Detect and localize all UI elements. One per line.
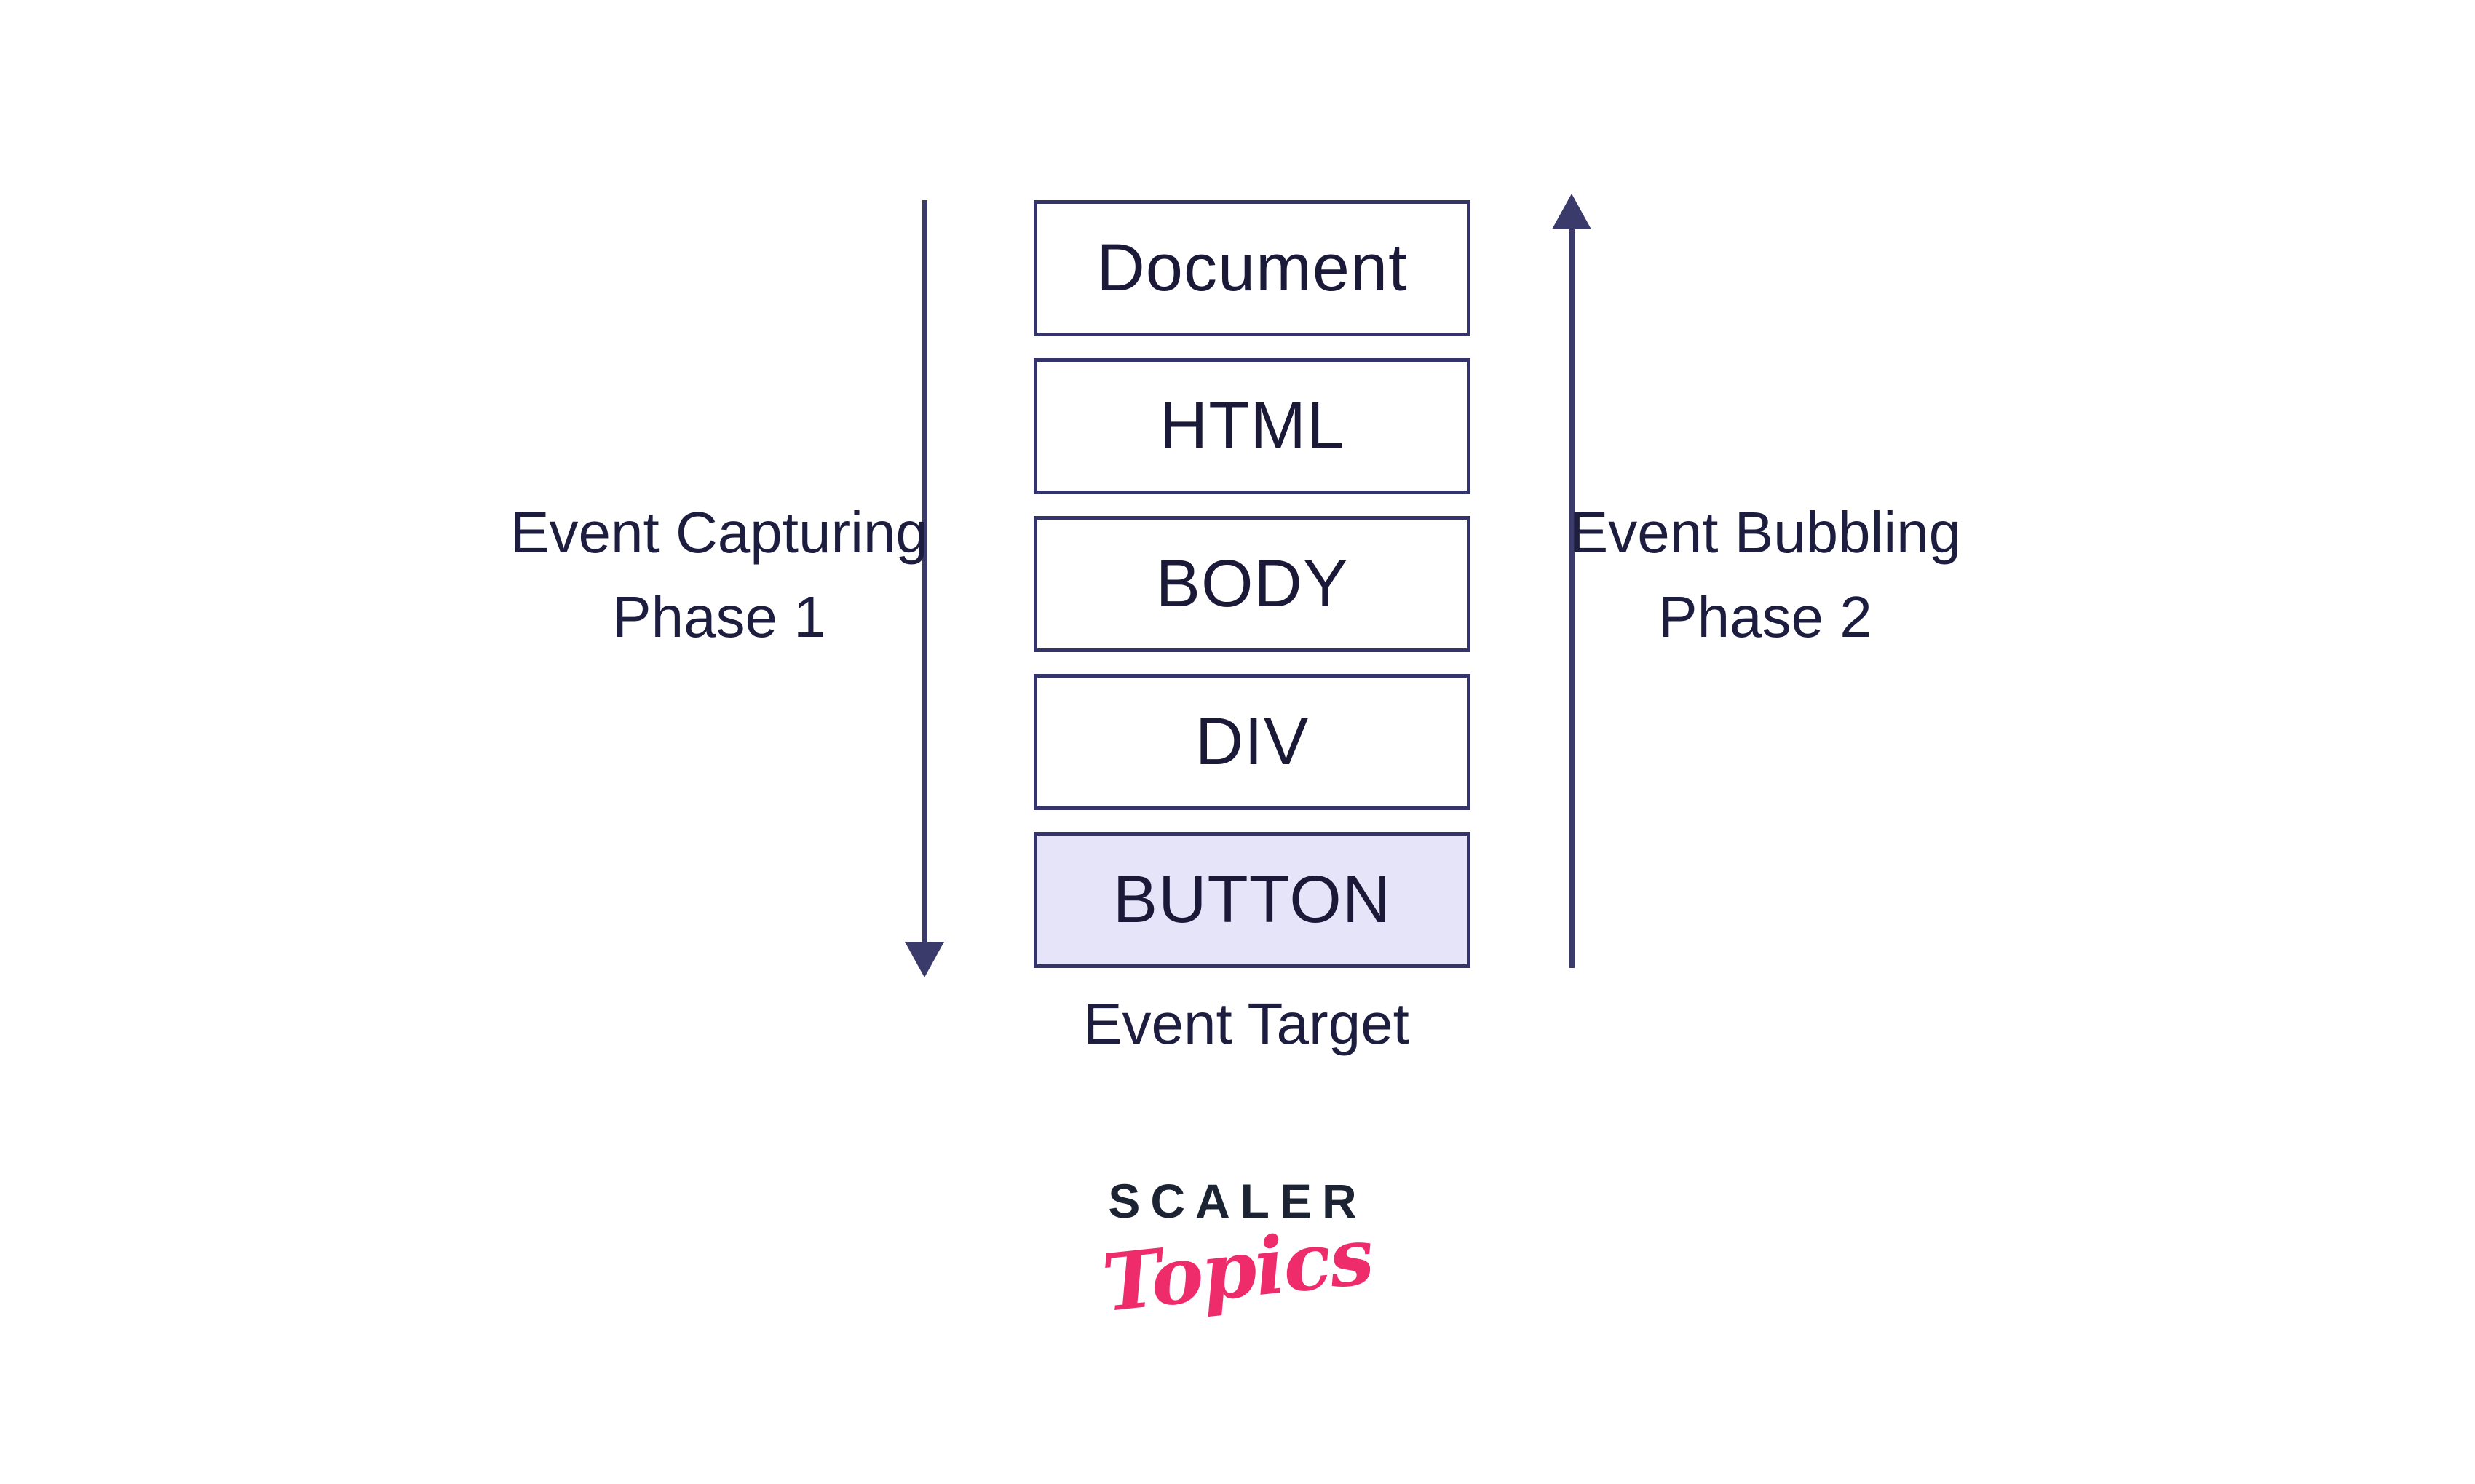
bubbling-arrowhead-up-icon (1552, 194, 1591, 229)
box-button-label: BUTTON (1112, 862, 1392, 937)
scaler-topics-logo: SCALER Topics (1098, 1173, 1377, 1330)
capturing-arrowhead-down-icon (905, 942, 944, 977)
box-div: DIV (1034, 674, 1470, 810)
capturing-phase-label: Event Capturing Phase 1 (510, 491, 928, 659)
bubbling-phase-label: Event Bubbling Phase 2 (1569, 491, 1961, 659)
box-html: HTML (1034, 358, 1470, 494)
capturing-phase-label-line1: Event Capturing (510, 500, 928, 565)
bubbling-phase-label-line2: Phase 2 (1658, 584, 1872, 649)
bubbling-arrow-line (1569, 229, 1575, 968)
capturing-arrow-line (922, 200, 927, 943)
scaler-logo-wordmark: SCALER (1108, 1174, 1367, 1228)
box-button: BUTTON (1034, 832, 1470, 968)
dom-hierarchy-stack: Document HTML BODY DIV BUTTON (1034, 200, 1470, 990)
box-body: BODY (1034, 516, 1470, 652)
box-document-label: Document (1096, 231, 1408, 305)
bubbling-phase-label-line1: Event Bubbling (1569, 500, 1962, 565)
box-div-label: DIV (1195, 705, 1310, 779)
event-target-label: Event Target (1083, 991, 1409, 1056)
box-body-label: BODY (1155, 547, 1349, 621)
box-html-label: HTML (1159, 389, 1345, 463)
capturing-phase-label-line2: Phase 1 (612, 584, 826, 649)
box-document: Document (1034, 200, 1470, 336)
